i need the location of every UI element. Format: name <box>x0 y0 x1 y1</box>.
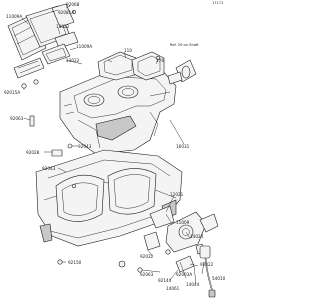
label-176: 176 <box>156 58 164 63</box>
corner-mark: 17171 <box>212 1 223 5</box>
label-12021: 12021 <box>170 192 184 197</box>
fasteners <box>29 55 161 265</box>
label-13022: 13022 <box>56 24 70 29</box>
label-11009A: 11009A <box>6 14 22 19</box>
label-92144: 92144 <box>158 278 172 283</box>
label-92150: 92150 <box>68 260 82 265</box>
label-92003A: 92003A <box>176 272 192 277</box>
label-16031: 16031 <box>176 144 190 149</box>
crankcase-exploded-diagram: 17171 <box>4 1 226 298</box>
shaft-seal-parts <box>167 59 197 85</box>
leader-lines <box>21 5 205 285</box>
reference-note: Ref. 29 on Shaft <box>170 43 199 47</box>
label-14044: 14044 <box>186 282 200 287</box>
label-92015A: 92015A <box>4 90 20 95</box>
upper-crankcase <box>59 51 177 155</box>
label-92081A: 92081A <box>58 10 74 15</box>
label-11009A-2: 11009A <box>76 44 92 49</box>
reed-valve-assembly <box>7 3 79 89</box>
label-92022-2: 92022 <box>140 254 154 259</box>
lower-crankcase <box>35 149 183 247</box>
callout-labels: 11009A 92081A 92068 13022 11009A 13022 1… <box>4 2 226 291</box>
sensor-cable <box>199 245 216 298</box>
label-92028: 92028 <box>26 150 40 155</box>
label-14061: 14061 <box>166 286 180 291</box>
label-92068: 92068 <box>66 2 80 7</box>
label-110: 110 <box>124 48 132 53</box>
label-92063-2: 92063 <box>140 272 154 277</box>
label-92043: 92043 <box>78 144 92 149</box>
label-92043-2: 92043 <box>42 166 56 171</box>
label-92063: 92063 <box>10 116 24 121</box>
label-11009: 11009 <box>176 220 190 225</box>
note-line-1: Ref. 29 on Shaft <box>170 43 199 47</box>
label-14024: 14024 <box>190 234 204 239</box>
label-92022: 92022 <box>200 262 214 267</box>
label-54010: 54010 <box>212 276 226 281</box>
label-13022-2: 13022 <box>66 58 80 63</box>
